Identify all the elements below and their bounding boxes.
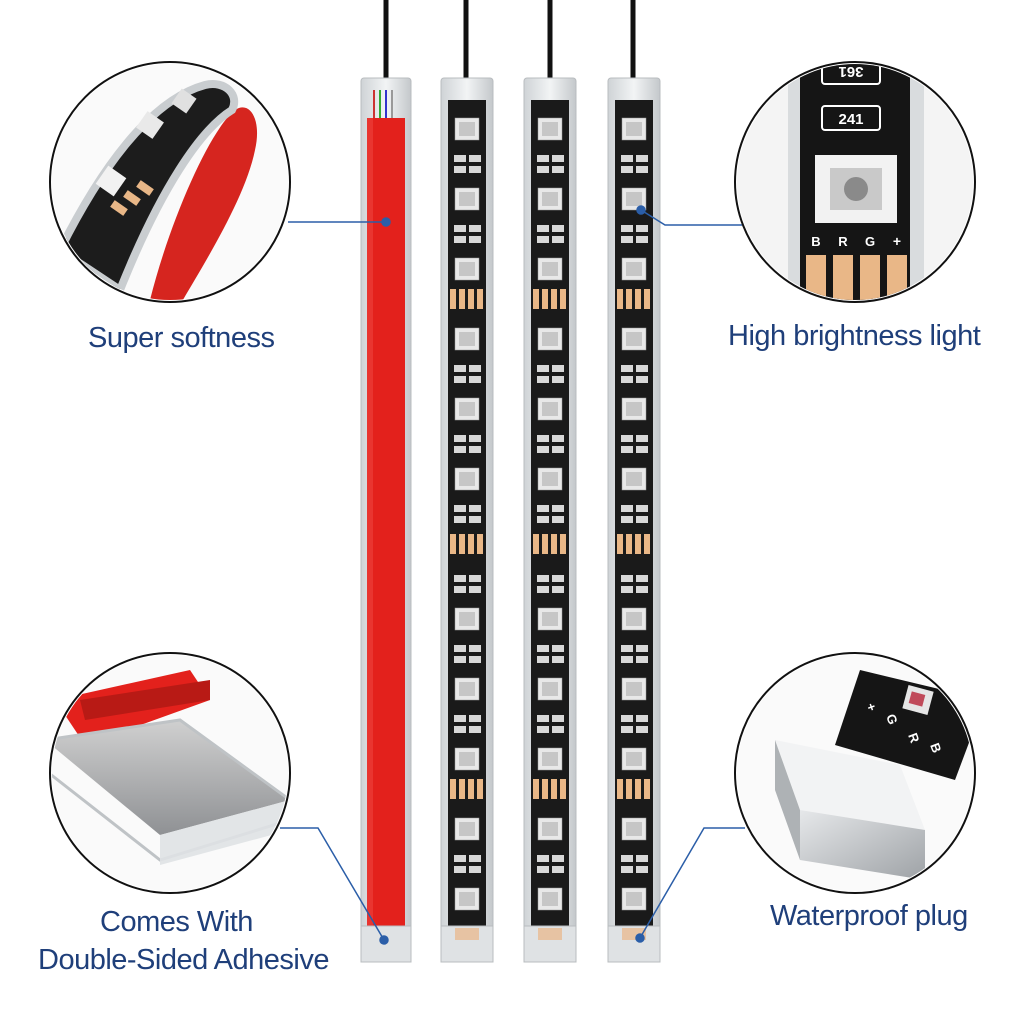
cables [383,0,636,78]
caption-adhesive-line2: Double-Sided Adhesive [38,944,329,976]
caption-adhesive-line1: Comes With [100,906,253,938]
leader-lines [280,205,745,945]
pin-label-plus: + [893,233,901,249]
softness-detail-circle [49,61,291,303]
plug-pin-g: G [883,712,901,727]
led-strip [607,77,661,963]
caption-high-brightness: High brightness light [728,320,981,352]
caption-waterproof-plug: Waterproof plug [770,900,968,932]
pin-label-r: R [838,234,848,249]
chip-label-361: 361 [838,63,863,80]
led-strip-adhesive-back [360,77,412,963]
adhesive-detail-circle [49,652,291,894]
caption-super-softness: Super softness [88,322,275,354]
pin-label-b: B [811,234,820,249]
pin-label-g: G [865,234,875,249]
led-strip [523,77,577,963]
brightness-detail-circle: 361 241 B R G + [734,61,976,303]
chip-label-241: 241 [838,111,863,128]
led-strip [440,77,494,963]
waterproof-plug-detail-circle: + G R B [734,652,976,894]
led-strips [440,77,661,963]
